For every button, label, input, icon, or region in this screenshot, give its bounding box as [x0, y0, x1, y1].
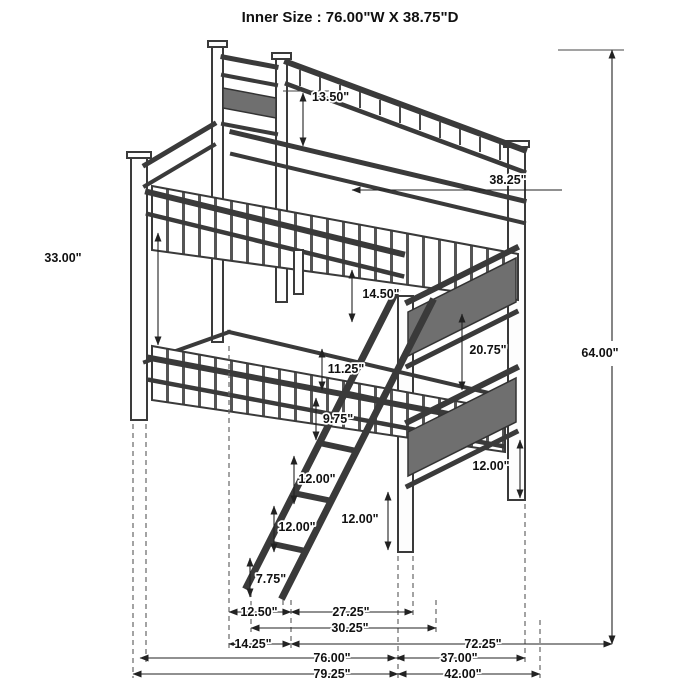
dim-label-bunk-gap-foot: 20.75": [469, 343, 506, 357]
dimension-overall-height: 64.00": [558, 49, 624, 645]
dim-label-overall-width: 42.00": [444, 667, 481, 681]
dimension-overall-width: 42.00": [397, 665, 541, 683]
ladder-right-stringer: [278, 297, 437, 601]
dimension-ladder-step-4: 12.00": [270, 505, 317, 553]
dimension-ladder-step-3: 12.00": [290, 455, 337, 505]
dim-label-ladder-step-1: 11.25": [328, 362, 365, 376]
ladder-rung: [294, 490, 331, 504]
dim-label-ladder-bottom-height: 7.75": [256, 572, 286, 586]
diagram-title: Inner Size : 76.00"W X 38.75"D: [242, 9, 459, 26]
dim-label-foot-clearance: 12.00": [472, 459, 509, 473]
dim-label-ladder-total-span: 30.25": [331, 621, 368, 635]
upper-slats: [151, 184, 519, 302]
front-head-post: [130, 156, 148, 421]
dimension-frame-span: 72.25": [290, 635, 613, 653]
dimension-bunk-gap-head: 33.00": [43, 232, 162, 346]
dimension-foot-clearance: 12.00": [471, 439, 524, 499]
dimension-ladder-base-span: 27.25": [290, 603, 414, 621]
headboard: [141, 54, 279, 189]
dimension-overall-length: 79.25": [132, 665, 399, 683]
headboard-panel: [222, 87, 277, 119]
dim-label-ladder-base-span: 27.25": [332, 605, 369, 619]
dimension-ladder-step-2: 9.75": [312, 397, 355, 441]
back-head-post: [211, 45, 224, 343]
dim-label-ladder-step-4: 12.00": [278, 520, 315, 534]
dimension-inner-width: 37.00": [395, 649, 526, 667]
guard-rail-mid-post: [293, 249, 304, 295]
back-head-post-cap: [207, 40, 228, 48]
foot-panels: [403, 243, 521, 490]
dimension-ladder-offset: 12.50": [228, 603, 292, 621]
ladder-rung: [345, 390, 381, 404]
ladder-rung: [269, 540, 305, 554]
dimension-bunk-gap-foot: 20.75": [458, 313, 508, 391]
dim-label-frame-span: 72.25": [464, 637, 501, 651]
dim-label-overall-length: 79.25": [313, 667, 350, 681]
dim-label-top-rail-height: 13.50": [312, 90, 349, 104]
dimension-bed-depth: 38.25": [351, 171, 562, 194]
lower-foot-panel: [407, 376, 517, 478]
dim-label-overall-height: 64.00": [581, 346, 618, 360]
dim-label-inner-width: 37.00": [440, 651, 477, 665]
upper-bunk-back-rails: [228, 58, 528, 226]
dimension-top-rail-height: 13.50": [283, 88, 351, 147]
dim-label-head-offset: 14.25": [234, 637, 271, 651]
dim-label-ladder-step-2: 9.75": [323, 412, 353, 426]
dim-label-front-post-clearance: 12.00": [341, 512, 378, 526]
ladder-rung: [320, 440, 356, 454]
dimension-ladder-step-1: 11.25": [318, 348, 366, 391]
upper-bunk-deck: [151, 184, 519, 302]
dimension-ladder-total-span: 30.25": [250, 619, 437, 637]
upper-foot-panel: [407, 256, 517, 358]
dimension-ladder-bottom-height: 7.75": [246, 557, 288, 598]
dim-label-guardrail-depth: 14.50": [362, 287, 399, 301]
dim-label-ladder-offset: 12.50": [240, 605, 277, 619]
dim-label-inner-length: 76.00": [313, 651, 350, 665]
dim-label-bed-depth: 38.25": [489, 173, 526, 187]
front-head-post-cap: [126, 151, 152, 159]
dimension-inner-length: 76.00": [139, 649, 397, 667]
ladder-left-stringer: [242, 287, 401, 591]
dim-label-bunk-gap-head: 33.00": [44, 251, 81, 265]
upper-guard-rail: [144, 188, 406, 295]
dimension-head-offset: 14.25": [228, 635, 292, 653]
dimension-front-post-clearance: 12.00": [340, 491, 392, 551]
dimension-guardrail-depth: 14.50": [348, 269, 401, 323]
dim-label-ladder-step-3: 12.00": [298, 472, 335, 486]
headboard-post-cap: [271, 52, 292, 60]
